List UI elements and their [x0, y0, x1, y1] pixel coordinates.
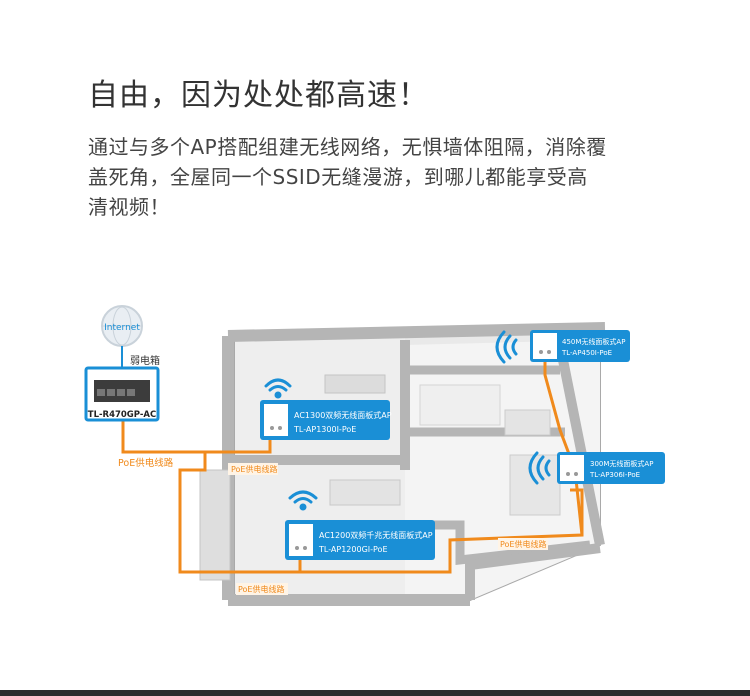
ap-card-1200: AC1200双频千兆无线面板式AP TL-AP1200GI-PoE — [285, 520, 435, 560]
wifi-icon — [288, 490, 318, 511]
poe-label-room-left: PoE供电线路 — [231, 464, 278, 474]
page-headline: 自由，因为处处都高速！ — [88, 78, 429, 113]
ap-title: AC1300双频无线面板式AP — [294, 410, 392, 420]
poe-label-right: PoE供电线路 — [500, 539, 547, 549]
ap-card-1300: AC1300双频无线面板式AP TL-AP1300I-PoE — [260, 400, 392, 440]
poe-switch: TL-R470GP-AC — [84, 366, 160, 422]
network-diagram: Internet 弱电箱 TL-R470GP-AC PoE供电线路 PoE供电线… — [84, 305, 665, 606]
ap-title: 450M无线面板式AP — [562, 337, 625, 346]
ap-title: AC1200双频千兆无线面板式AP — [319, 530, 433, 540]
ap-model: TL-AP1200GI-PoE — [318, 545, 388, 554]
weak-box-label: 弱电箱 — [130, 354, 160, 367]
wifi-icon — [264, 378, 292, 399]
switch-model: TL-R470GP-AC — [88, 410, 156, 420]
poe-label-main: PoE供电线路 — [118, 457, 174, 469]
internet-globe: Internet — [101, 305, 143, 347]
page-description: 通过与多个AP搭配组建无线网络，无惧墙体阻隔，消除覆盖死角，全屋同一个SSID无… — [88, 135, 607, 219]
poe-label-bottom: PoE供电线路 — [238, 584, 285, 594]
ap-card-306: 300M无线面板式AP TL-AP306I-PoE — [557, 452, 665, 484]
wifi-icon — [495, 330, 518, 364]
ap-card-450: 450M无线面板式AP TL-AP450I-PoE — [530, 330, 630, 362]
ap-model: TL-AP1300I-PoE — [293, 425, 356, 434]
poe-cables — [121, 360, 584, 574]
ap-model: TL-AP306I-PoE — [589, 471, 640, 479]
ap-title: 300M无线面板式AP — [590, 459, 653, 468]
ap-model: TL-AP450I-PoE — [561, 349, 612, 357]
wifi-icon — [528, 451, 551, 485]
internet-label: Internet — [104, 323, 140, 333]
footer-divider — [0, 690, 750, 696]
